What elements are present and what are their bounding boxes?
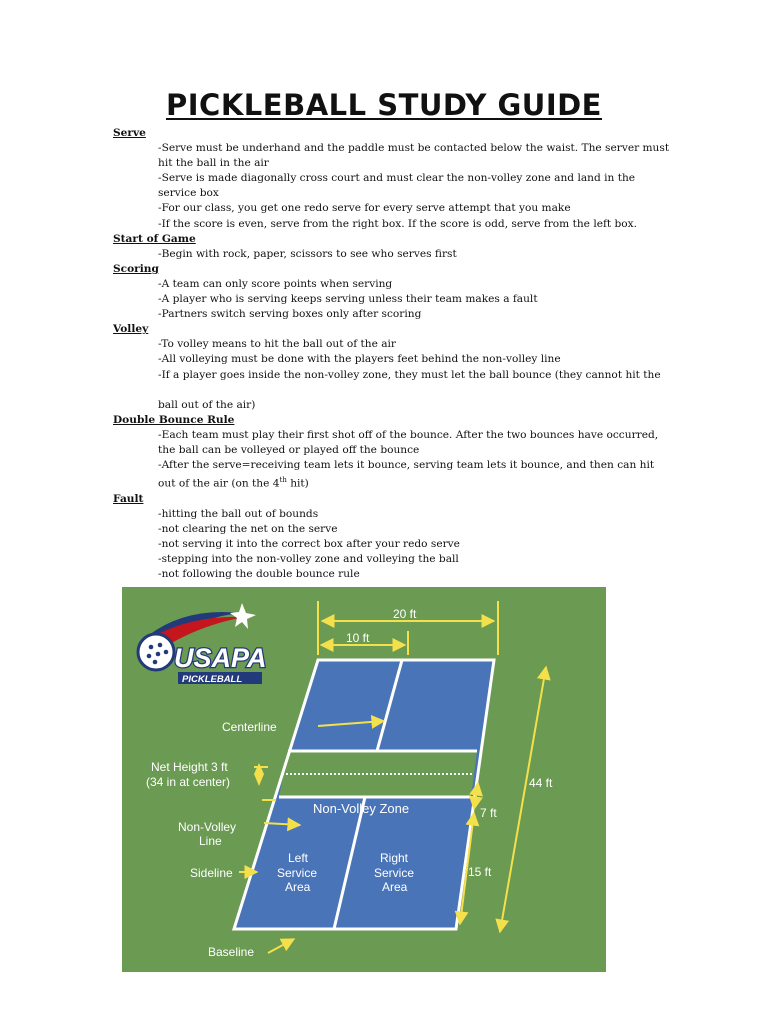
- scoring-line: -A team can only score points when servi…: [158, 277, 393, 290]
- section-heading-fault: Fault: [113, 492, 144, 505]
- section-body-start: -Begin with rock, paper, scissors to see…: [113, 247, 673, 262]
- svg-text:15 ft: 15 ft: [468, 865, 492, 879]
- svg-text:Line: Line: [199, 834, 222, 848]
- section-heading-start: Start of Game: [113, 232, 196, 245]
- svg-text:Service: Service: [277, 866, 317, 880]
- line-gap: [158, 383, 673, 398]
- svg-text:Area: Area: [382, 880, 408, 894]
- svg-text:Net Height 3 ft: Net Height 3 ft: [151, 760, 228, 774]
- volley-line: -If a player goes inside the non-volley …: [158, 368, 661, 381]
- net-height-diamond: [254, 763, 264, 786]
- fault-line: -not clearing the net on the serve: [158, 522, 338, 535]
- svg-text:PICKLEBALL: PICKLEBALL: [182, 674, 242, 685]
- section-heading-scoring: Scoring: [113, 262, 159, 275]
- svg-text:44 ft: 44 ft: [529, 776, 553, 790]
- svg-text:Non-Volley: Non-Volley: [178, 820, 236, 834]
- usapa-logo: USAPA PICKLEBALL: [136, 603, 268, 685]
- volley-line: -To volley means to hit the ball out of …: [158, 338, 396, 351]
- fault-line: -not serving it into the correct box aft…: [158, 537, 460, 550]
- svg-text:USAPA: USAPA: [174, 643, 267, 673]
- section-body-fault: -hitting the ball out of bounds -not cle…: [113, 507, 673, 582]
- double-bounce-line: -Each team must play their first shot of…: [158, 428, 659, 456]
- svg-text:Left: Left: [288, 851, 309, 865]
- section-heading-volley: Volley: [113, 323, 149, 336]
- serve-line: -Serve must be underhand and the paddle …: [158, 142, 670, 170]
- svg-text:Baseline: Baseline: [208, 945, 254, 959]
- guide-content: Serve -Serve must be underhand and the p…: [113, 126, 673, 582]
- section-body-volley: -To volley means to hit the ball out of …: [113, 337, 673, 412]
- serve-line: -For our class, you get one redo serve f…: [158, 202, 571, 215]
- section-heading-double-bounce: Double Bounce Rule: [113, 413, 235, 426]
- page-title: PICKLEBALL STUDY GUIDE: [166, 88, 602, 122]
- diagram-labels: 20 ft 10 ft Centerline Net Height 3 ft (…: [146, 607, 553, 959]
- svg-text:20 ft: 20 ft: [393, 607, 417, 621]
- court-diagram: USAPA PICKLEBALL: [122, 587, 606, 972]
- section-body-serve: -Serve must be underhand and the paddle …: [113, 141, 673, 232]
- svg-text:Right: Right: [380, 851, 409, 865]
- fault-line: -hitting the ball out of bounds: [158, 507, 319, 520]
- svg-text:(34 in at center): (34 in at center): [146, 775, 230, 789]
- double-bounce-line: -After the serve=receiving team lets it …: [158, 458, 655, 490]
- court: [231, 658, 496, 931]
- svg-text:Service: Service: [374, 866, 414, 880]
- scoring-line: -Partners switch serving boxes only afte…: [158, 308, 422, 321]
- svg-text:10 ft: 10 ft: [346, 631, 370, 645]
- scoring-line: -A player who is serving keeps serving u…: [158, 293, 538, 306]
- serve-line: -If the score is even, serve from the ri…: [158, 217, 638, 230]
- svg-text:7 ft: 7 ft: [480, 806, 497, 820]
- volley-line: -All volleying must be done with the pla…: [158, 353, 561, 366]
- section-body-double-bounce: -Each team must play their first shot of…: [113, 428, 673, 492]
- serve-line: -Serve is made diagonally cross court an…: [158, 172, 636, 200]
- svg-text:Non-Volley Zone: Non-Volley Zone: [313, 801, 409, 816]
- section-heading-serve: Serve: [113, 127, 146, 139]
- svg-text:Area: Area: [285, 880, 311, 894]
- svg-text:Sideline: Sideline: [190, 866, 233, 880]
- start-line: -Begin with rock, paper, scissors to see…: [158, 247, 457, 260]
- section-body-scoring: -A team can only score points when servi…: [113, 277, 673, 322]
- volley-line: ball out of the air): [158, 398, 256, 411]
- fault-line: -stepping into the non-volley zone and v…: [158, 553, 459, 566]
- svg-text:Centerline: Centerline: [222, 720, 277, 734]
- dimension-arrows: [239, 601, 551, 954]
- fault-line: -not following the double bounce rule: [158, 568, 360, 581]
